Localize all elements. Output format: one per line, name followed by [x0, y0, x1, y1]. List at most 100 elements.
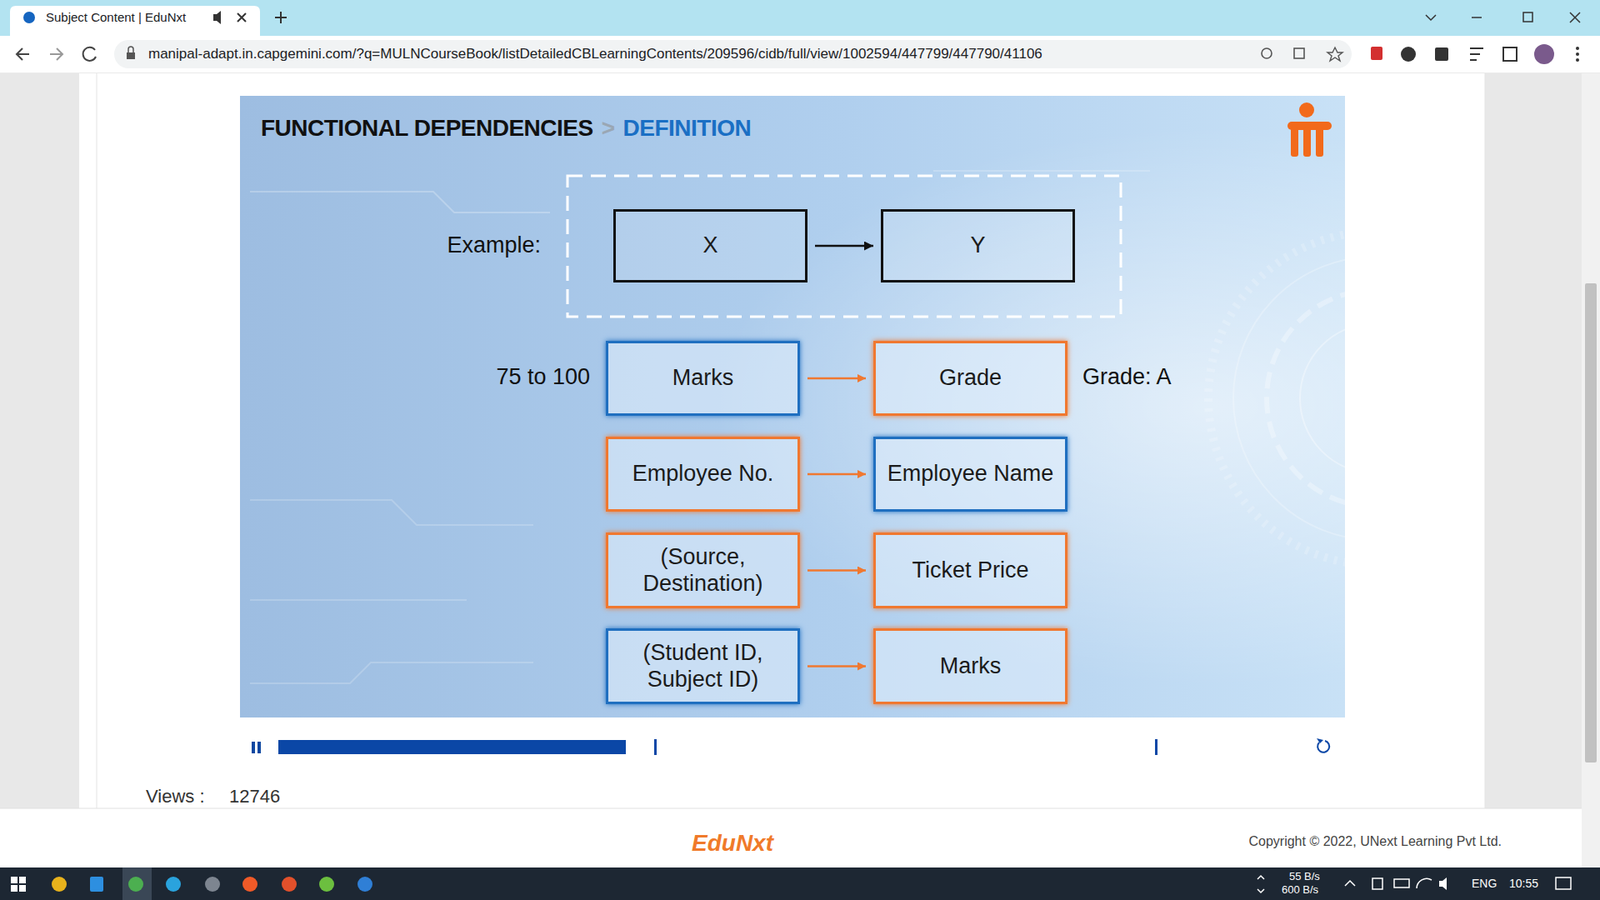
slide-background-part-part	[250, 500, 534, 525]
dependency-arrow	[807, 665, 866, 668]
address-bar-part	[1470, 48, 1484, 60]
clock: 10:55	[1509, 876, 1539, 890]
tab-strip-part	[23, 11, 35, 24]
box-text: Ticket Price	[911, 557, 1029, 584]
box-text: Employee No.	[632, 460, 775, 487]
page-background-part	[0, 73, 1582, 809]
address-bar	[0, 35, 1600, 74]
slide-background-part-part	[250, 599, 467, 601]
range-note: 75 to 100	[495, 364, 590, 390]
video-controls-part	[654, 739, 657, 755]
variable-box: X	[613, 209, 808, 283]
address-bar-part	[114, 40, 1352, 69]
tab-strip-part	[275, 11, 287, 24]
address-bar-part	[1370, 46, 1383, 60]
brand-logo-part	[1315, 126, 1324, 157]
address-bar-part	[1400, 46, 1416, 62]
address-bar-part	[1575, 52, 1580, 56]
taskbar-part	[205, 876, 220, 892]
slide-header: FUNCTIONAL DEPENDENCIES > DEFINITION	[260, 115, 751, 142]
page-footer-part	[0, 808, 1582, 868]
video-controls-part	[278, 740, 626, 755]
slide-title: FUNCTIONAL DEPENDENCIES	[260, 115, 594, 142]
address-bar-part	[1503, 47, 1517, 61]
address-bar-part	[16, 48, 30, 60]
taskbar-part	[1345, 880, 1355, 886]
slide-subtitle: DEFINITION	[623, 115, 752, 142]
result-note: Grade: A	[1082, 364, 1172, 390]
box-text: (Student ID, Subject ID)	[616, 640, 790, 692]
taskbar-part	[10, 876, 18, 884]
address-bar-part	[50, 48, 63, 60]
taskbar-part	[19, 876, 26, 884]
taskbar-part	[1439, 877, 1447, 890]
video-controls-part	[1316, 738, 1324, 744]
address-bar-part	[83, 47, 96, 61]
determinant-box: (Source, Destination)	[605, 532, 800, 609]
tab-strip-part	[1471, 16, 1482, 19]
page-background-part	[79, 73, 1485, 809]
address-bar-part	[1294, 48, 1305, 59]
dependency-arrow	[815, 245, 874, 248]
dependency-arrow	[807, 569, 866, 572]
dependent-box: Employee Name	[873, 436, 1068, 512]
brand-logo	[1287, 102, 1332, 157]
brand-logo-part	[1290, 126, 1299, 157]
taskbar-part	[122, 867, 152, 900]
video-controls	[251, 738, 1330, 755]
dependent-box: Marks	[873, 628, 1068, 705]
taskbar-part	[19, 885, 26, 892]
language-indicator: ENG	[1471, 876, 1497, 890]
taskbar-part	[242, 876, 258, 892]
box-text: X	[702, 232, 718, 259]
taskbar-part	[10, 885, 18, 892]
box-text: Marks	[940, 653, 1002, 680]
address-bar-part	[1534, 44, 1555, 65]
tab-strip-part	[1425, 15, 1436, 20]
tab-strip-part	[1570, 12, 1580, 23]
determinant-box: Marks	[605, 340, 800, 416]
video-controls-part	[251, 741, 255, 754]
brand-logo-part	[1299, 102, 1315, 118]
box-text: (Source, Destination)	[616, 544, 790, 596]
slide-background-part-part	[933, 170, 1150, 172]
taskbar-part	[165, 876, 181, 892]
views-count: 12746	[229, 785, 280, 807]
slide-background	[240, 95, 1542, 718]
address-bar-part	[1327, 47, 1343, 61]
breadcrumb-separator: >	[601, 115, 615, 142]
slide-background-part-part	[1208, 231, 1345, 565]
slide-background-part	[240, 95, 1345, 718]
taskbar-part	[0, 867, 1600, 900]
address-bar-part	[1435, 47, 1449, 61]
dependency-arrow	[807, 377, 866, 380]
scrollbar-part	[1581, 73, 1600, 868]
address-bar-part	[1575, 46, 1580, 50]
tab-strip-part	[213, 10, 221, 25]
dependent-box: Grade	[873, 340, 1068, 416]
page-footer-part	[0, 808, 1582, 810]
taskbar-part	[357, 876, 373, 892]
box-text: Y	[970, 232, 985, 259]
slide-background-part-part	[1300, 323, 1345, 474]
tab-strip-part	[237, 13, 246, 22]
page-background	[0, 73, 1582, 809]
dependency-arrow	[807, 473, 866, 476]
taskbar-part	[128, 876, 144, 892]
slide-background-part	[240, 95, 1345, 718]
box-text: Employee Name	[887, 460, 1055, 487]
example-label: Example:	[446, 232, 541, 259]
address-bar-part	[1575, 58, 1580, 62]
taskbar-part	[1416, 878, 1432, 889]
address-bar-part	[0, 35, 1600, 74]
tab-title: Subject Content | EduNxt	[45, 10, 186, 25]
address-bar-part	[128, 46, 134, 53]
variable-box: Y	[880, 209, 1075, 283]
network-speed: 600 B/s	[1281, 884, 1319, 897]
dependent-box: Ticket Price	[873, 532, 1068, 609]
slide-background-part-part	[240, 95, 1345, 718]
video-controls-part	[1317, 740, 1330, 753]
